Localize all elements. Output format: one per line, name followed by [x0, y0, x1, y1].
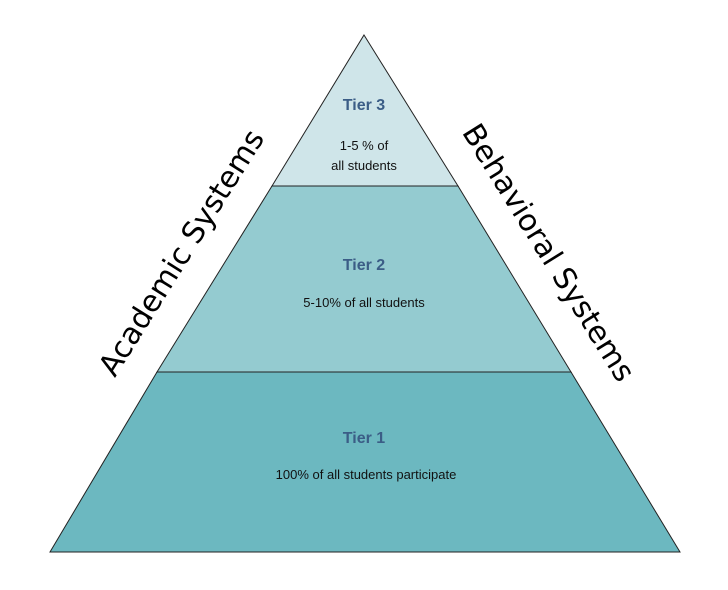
tier-2-title: Tier 2 — [343, 257, 386, 274]
tier-3-description-line-1: 1-5 % of — [340, 138, 389, 153]
tier-1-section — [49, 371, 681, 553]
tier-3-title: Tier 3 — [343, 97, 386, 114]
tier-2-description: 5-10% of all students — [303, 295, 425, 310]
tier-1-description: 100% of all students participate — [276, 467, 457, 482]
tier-3-description-line-2: all students — [331, 158, 397, 173]
tier-1-title: Tier 1 — [343, 430, 386, 447]
